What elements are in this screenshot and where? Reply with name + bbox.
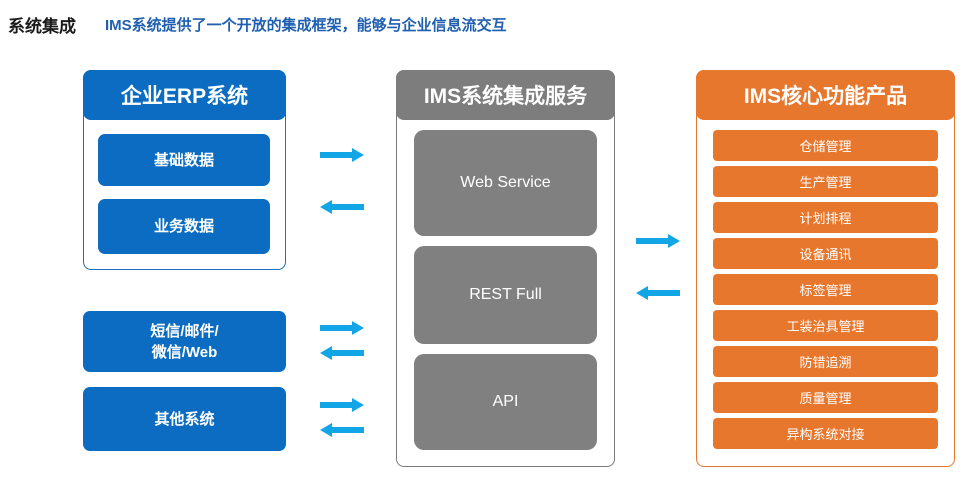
page-title: 系统集成 bbox=[8, 17, 76, 36]
ims-core-item-production[interactable]: 生产管理 bbox=[713, 166, 938, 197]
ims-service-rest-full[interactable]: REST Full bbox=[414, 246, 597, 344]
ims-core-item-scheduling[interactable]: 计划排程 bbox=[713, 202, 938, 233]
page-subtitle: IMS系统提供了一个开放的集成框架，能够与企业信息流交互 bbox=[105, 17, 507, 34]
external-other-systems-box[interactable]: 其他系统 bbox=[83, 387, 286, 451]
ims-core-item-heterogeneous[interactable]: 异构系统对接 bbox=[713, 418, 938, 449]
ims-core-header: IMS核心功能产品 bbox=[696, 70, 955, 120]
arrow-left-icon bbox=[636, 286, 680, 300]
ims-core-item-label[interactable]: 标签管理 bbox=[713, 274, 938, 305]
external-messaging-line1: 短信/邮件/ bbox=[150, 322, 219, 340]
ims-core-item-warehouse[interactable]: 仓储管理 bbox=[713, 130, 938, 161]
erp-item-business-data[interactable]: 业务数据 bbox=[98, 199, 270, 254]
arrow-right-icon bbox=[636, 234, 680, 248]
ims-core-item-fixture[interactable]: 工装治具管理 bbox=[713, 310, 938, 341]
erp-panel-header: 企业ERP系统 bbox=[83, 70, 286, 120]
ims-core-item-quality[interactable]: 质量管理 bbox=[713, 382, 938, 413]
arrow-right-icon bbox=[320, 148, 364, 162]
arrow-left-icon bbox=[320, 423, 364, 437]
ims-core-item-device-comm[interactable]: 设备通讯 bbox=[713, 238, 938, 269]
arrow-left-icon bbox=[320, 200, 364, 214]
external-messaging-line2: 微信/Web bbox=[151, 343, 218, 361]
erp-item-basic-data[interactable]: 基础数据 bbox=[98, 134, 270, 186]
arrow-left-icon bbox=[320, 346, 364, 360]
arrow-right-icon bbox=[320, 398, 364, 412]
ims-service-header: IMS系统集成服务 bbox=[396, 70, 615, 120]
arrow-right-icon bbox=[320, 321, 364, 335]
ims-service-web-service[interactable]: Web Service bbox=[414, 130, 597, 236]
ims-core-item-traceability[interactable]: 防错追溯 bbox=[713, 346, 938, 377]
external-messaging-box[interactable]: 短信/邮件/ 微信/Web bbox=[83, 311, 286, 372]
external-other-systems-label: 其他系统 bbox=[154, 410, 215, 428]
ims-service-api[interactable]: API bbox=[414, 354, 597, 450]
